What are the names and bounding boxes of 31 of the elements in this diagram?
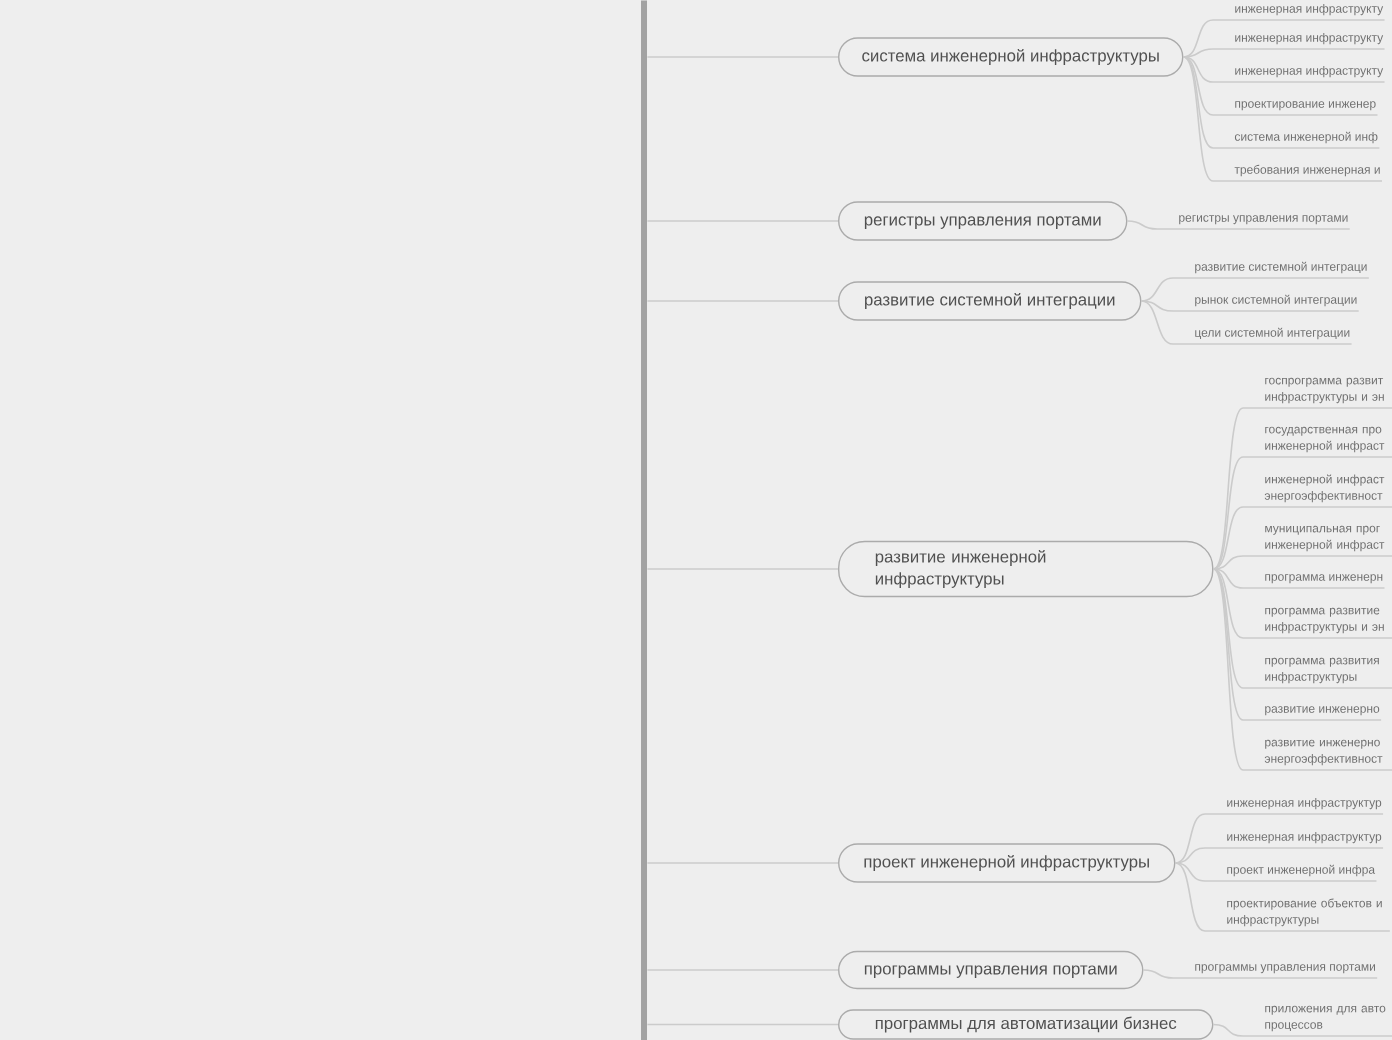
- branch-line: [1212, 568, 1386, 589]
- branch-line: [1212, 568, 1392, 689]
- topic-box: развитие инженерной инфраструктуры: [838, 540, 1214, 598]
- branch-line: [1126, 220, 1351, 230]
- branch-line: [1212, 407, 1392, 570]
- branch-line: [1174, 862, 1378, 882]
- topic-box: программы управления портами: [838, 950, 1144, 990]
- branch-line: [1212, 568, 1392, 771]
- branch-line: [1182, 48, 1386, 58]
- vertical-bar: [641, 0, 647, 1040]
- branch-line: [1212, 1023, 1392, 1037]
- branch-line: [1140, 277, 1370, 302]
- branch-line: [1142, 969, 1378, 979]
- topic-box: проект инженерной инфраструктуры: [838, 843, 1176, 883]
- branch-line: [1182, 56, 1386, 83]
- topic-box: регистры управления портами: [838, 201, 1128, 241]
- branch-line: [1212, 456, 1392, 570]
- topic-box: развитие системной интеграции: [838, 281, 1142, 321]
- branch-line: [1174, 862, 1391, 932]
- branch-line: [1174, 847, 1384, 864]
- branch-line: [1182, 19, 1386, 58]
- branch-line: [646, 1023, 839, 1026]
- branch-line: [1174, 813, 1384, 864]
- branch-line: [1212, 555, 1392, 570]
- branch-line: [1140, 300, 1353, 345]
- branch-line: [1140, 300, 1360, 312]
- branch-line: [1212, 568, 1392, 639]
- topic-box: программы для автоматизации бизнес: [838, 1009, 1214, 1040]
- branch-line: [1212, 506, 1392, 570]
- branch-line: [1182, 56, 1383, 182]
- topic-box: система инженерной инфраструктуры: [838, 37, 1184, 77]
